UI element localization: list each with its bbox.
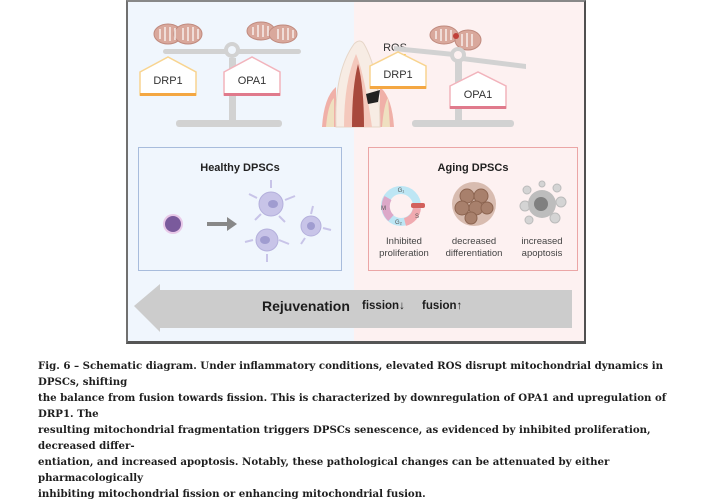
fusion-label: fusion↑ (422, 300, 463, 312)
rejuvenation-label: Rejuvenation (262, 298, 350, 314)
svg-text:S: S (415, 214, 419, 220)
tilted-scale (369, 25, 526, 127)
fragmented-mitochondrion-icon (429, 25, 482, 51)
svg-text:M: M (381, 206, 386, 212)
opa1-label: OPA1 (237, 75, 267, 87)
tooth-icon (322, 40, 406, 128)
mitochondrion-icon (153, 23, 203, 45)
balanced-scale (139, 21, 301, 127)
mitochondrion-icon (246, 21, 298, 44)
svg-text:G₁: G₁ (398, 188, 405, 194)
increased-apoptosis-icon (519, 180, 567, 225)
caption-line: the balance from fusion towards fission.… (38, 392, 667, 420)
figure-caption: Fig. 6 – Schematic diagram. Under inflam… (38, 358, 678, 502)
figure-frame: DRP1 OPA1 ROS DRP1 OPA1 Healthy D (126, 0, 586, 344)
healthy-dpscs-panel: Healthy DPSCs (138, 147, 342, 271)
drp1-label: DRP1 (153, 75, 183, 87)
caption-line: inhibiting mitochondrial fission or enha… (38, 488, 426, 500)
aging-panel-title: Aging DPSCs (437, 162, 509, 174)
decreased-differentiation-icon (452, 182, 496, 226)
rejuvenation-arrow (134, 284, 572, 332)
svg-text:G₂: G₂ (395, 220, 403, 226)
healthy-panel-title: Healthy DPSCs (200, 162, 280, 174)
cell-cycle-icon: G₁ S G₂ M (381, 186, 425, 226)
fission-label: fission↓ (362, 300, 405, 312)
opa1-label-aging: OPA1 (463, 89, 493, 101)
differentiation-illustration (163, 180, 332, 262)
drp1-label-aging: DRP1 (383, 69, 413, 81)
caption-line: resulting mitochondrial fragmentation tr… (38, 424, 651, 452)
caption-line: Fig. 6 – Schematic diagram. Under inflam… (38, 360, 664, 388)
caption-line: entiation, and increased apoptosis. Nota… (38, 456, 610, 484)
